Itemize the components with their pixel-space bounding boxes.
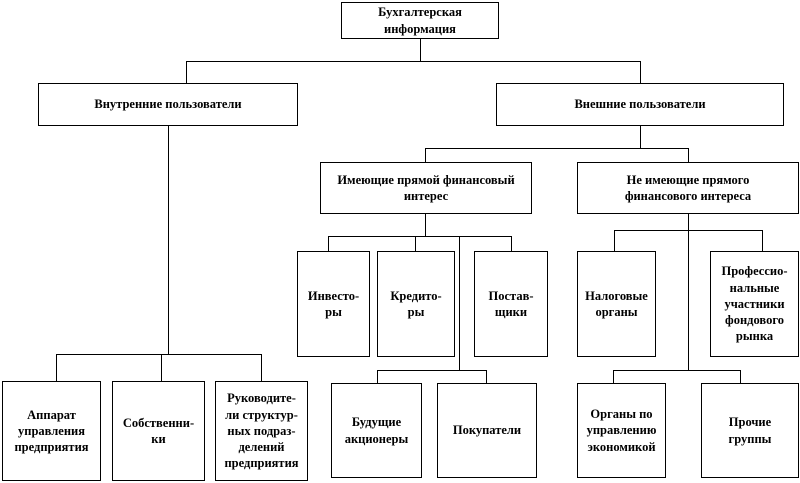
node-internal-users: Внутренние пользователи: [38, 83, 298, 126]
connector: [377, 370, 487, 371]
connector: [415, 236, 416, 251]
connector: [688, 214, 689, 370]
connector: [56, 354, 57, 381]
node-external-users: Внешние пользователи: [496, 83, 784, 126]
node-unit-heads: Руководите- ли структур- ных подраз- дел…: [215, 381, 308, 481]
connector: [56, 354, 262, 355]
node-investors: Инвесто- ры: [297, 251, 370, 357]
connector: [186, 61, 187, 83]
connector: [161, 354, 162, 381]
connector: [486, 370, 487, 383]
connector: [377, 370, 378, 383]
connector: [614, 230, 763, 231]
connector: [740, 370, 741, 383]
connector: [640, 61, 641, 83]
node-tax-bodies: Налоговые органы: [577, 251, 656, 357]
node-other-groups: Прочие группы: [701, 383, 799, 478]
node-creditors: Кредито- ры: [377, 251, 455, 357]
node-direct-interest: Имеющие прямой финансовый интерес: [320, 162, 532, 214]
connector: [261, 354, 262, 381]
connector: [328, 236, 512, 237]
connector: [328, 236, 329, 251]
node-owners: Собственни- ки: [112, 381, 205, 481]
connector: [688, 148, 689, 162]
connector: [614, 230, 615, 251]
connector: [425, 148, 689, 149]
connector: [613, 370, 741, 371]
node-economy-bodies: Органы по управлению экономикой: [577, 383, 666, 478]
connector: [511, 236, 512, 251]
connector: [168, 126, 169, 354]
connector: [420, 39, 421, 61]
connector: [425, 148, 426, 162]
node-indirect-interest: Не имеющие прямого финансового интереса: [577, 162, 799, 214]
connector: [459, 236, 460, 370]
node-management-apparatus: Аппарат управления предприятия: [2, 381, 101, 481]
connector: [425, 214, 426, 236]
connector: [613, 370, 614, 383]
connector: [186, 61, 640, 62]
node-root: Бухгалтерская информация: [341, 2, 499, 39]
node-suppliers: Постав- щики: [474, 251, 548, 357]
connector: [640, 126, 641, 148]
node-future-shareholders: Будущие акционеры: [331, 383, 422, 478]
connector: [762, 230, 763, 251]
node-market-professionals: Профессио- нальные участники фондового р…: [710, 251, 799, 357]
node-buyers: Покупатели: [437, 383, 537, 478]
